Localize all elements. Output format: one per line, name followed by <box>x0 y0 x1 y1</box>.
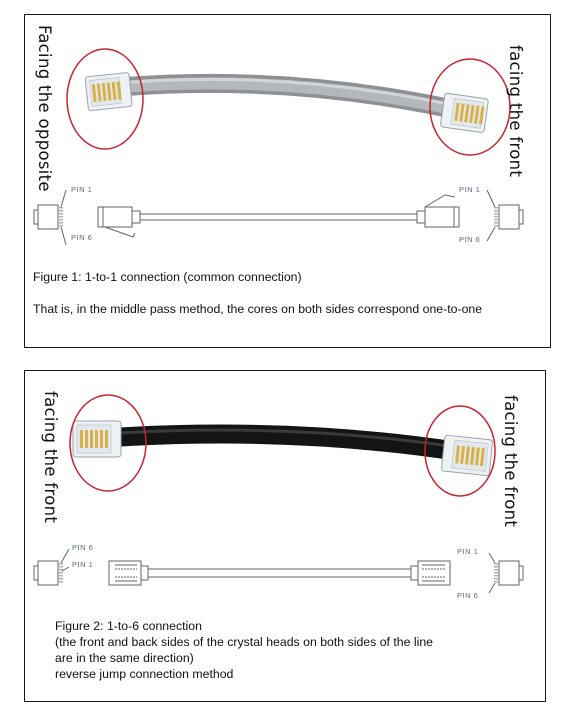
right-orientation-label: facing the front <box>501 395 520 528</box>
pin-label-left-top: PIN 1 <box>71 185 93 194</box>
left-orientation-label: facing the front <box>41 391 60 524</box>
right-rj12-plug <box>441 434 493 477</box>
pin-label-left-top: PIN 6 <box>72 543 94 552</box>
right-orientation-label: facing the front <box>506 45 525 178</box>
black-cable <box>110 424 465 461</box>
left-rj12-plug <box>72 420 122 458</box>
pin-label-left-bottom: PIN 1 <box>72 560 94 569</box>
pin-label-right-bottom: PIN 6 <box>457 591 479 600</box>
right-highlight-circle <box>424 405 496 497</box>
right-rj12-plug <box>440 92 489 133</box>
left-highlight-circle <box>66 48 144 150</box>
left-highlight-circle <box>69 394 147 492</box>
left-rj12-plug <box>84 72 133 112</box>
figure-2-panel: facing the front facing the front PIN 6 … <box>24 370 546 702</box>
figure-2-illustration <box>33 394 524 594</box>
figure-1-caption: Figure 1: 1-to-1 connection (common conn… <box>33 270 302 284</box>
pin-label-right-top: PIN 1 <box>457 547 479 556</box>
pin-label-right-top: PIN 1 <box>459 185 481 194</box>
figure-2-schematic <box>33 548 524 594</box>
figure-2-line-1: (the front and back sides of the crystal… <box>55 635 434 649</box>
figure-2-line-3: reverse jump connection method <box>55 667 234 681</box>
figure-1-description: That is, in the middle pass method, the … <box>33 302 483 316</box>
figure-2-caption: Figure 2: 1-to-6 connection <box>55 619 202 633</box>
right-highlight-circle <box>429 58 511 156</box>
left-orientation-label: Facing the opposite <box>35 25 54 192</box>
figure-1-illustration <box>33 48 524 246</box>
pin-label-right-bottom: PIN 6 <box>459 235 481 244</box>
figure-1-schematic <box>33 189 524 246</box>
figure-2-line-2: are in the same direction) <box>55 651 194 665</box>
figure-1-panel: Facing the opposite facing the front PIN… <box>24 14 551 348</box>
pin-label-left-bottom: PIN 6 <box>71 233 93 242</box>
